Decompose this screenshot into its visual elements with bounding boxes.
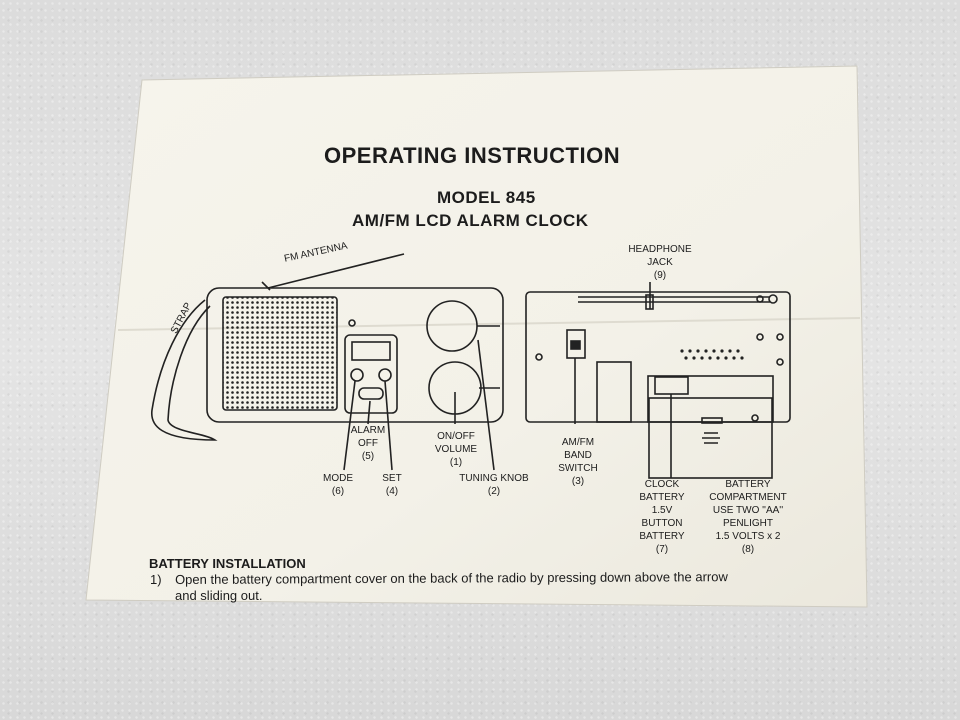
model-number: MODEL 845 (437, 188, 536, 207)
carrying-strap (150, 299, 218, 441)
fm-antenna-rod (267, 253, 405, 289)
label-clock-battery: CLOCK BATTERY 1.5V BUTTON BATTERY (7) (639, 479, 685, 555)
label-am-fm-band-switch: AM/FM BAND SWITCH (3) (558, 437, 598, 487)
step-1-number: 1) (150, 572, 162, 587)
radio-front-diagram (150, 253, 504, 471)
alarm-off-button (358, 387, 384, 400)
band-switch (566, 329, 586, 359)
document-title: OPERATING INSTRUCTION (324, 143, 621, 168)
product-name: AM/FM LCD ALARM CLOCK (352, 211, 589, 230)
battery-cover (648, 397, 773, 479)
radio-front-body (206, 287, 504, 423)
battery-installation-heading: BATTERY INSTALLATION (149, 556, 306, 571)
speaker-holes (680, 349, 744, 360)
label-tuning-knob: TUNING KNOB (2) (459, 473, 529, 497)
label-on-off-volume: ON/OFF VOLUME (1) (434, 431, 478, 468)
mode-button (350, 368, 364, 382)
step-1-line-2: and sliding out. (175, 588, 263, 603)
label-headphone-jack: HEADPHONE JACK (9) (628, 244, 692, 281)
label-mode: MODE (6) (323, 473, 353, 497)
step-1-line-1: Open the battery compartment cover on th… (175, 569, 728, 587)
lcd-display-panel (344, 334, 398, 414)
radio-back-diagram (525, 282, 791, 479)
label-set: SET (4) (382, 473, 402, 497)
label-alarm-off: ALARM OFF (5) (350, 425, 386, 462)
battery-compartment (647, 375, 774, 423)
label-battery-compartment: BATTERY COMPARTMENT USE TWO ''AA'' PENLI… (709, 479, 787, 555)
lcd-screen (351, 341, 391, 361)
speaker-grille (222, 296, 338, 411)
